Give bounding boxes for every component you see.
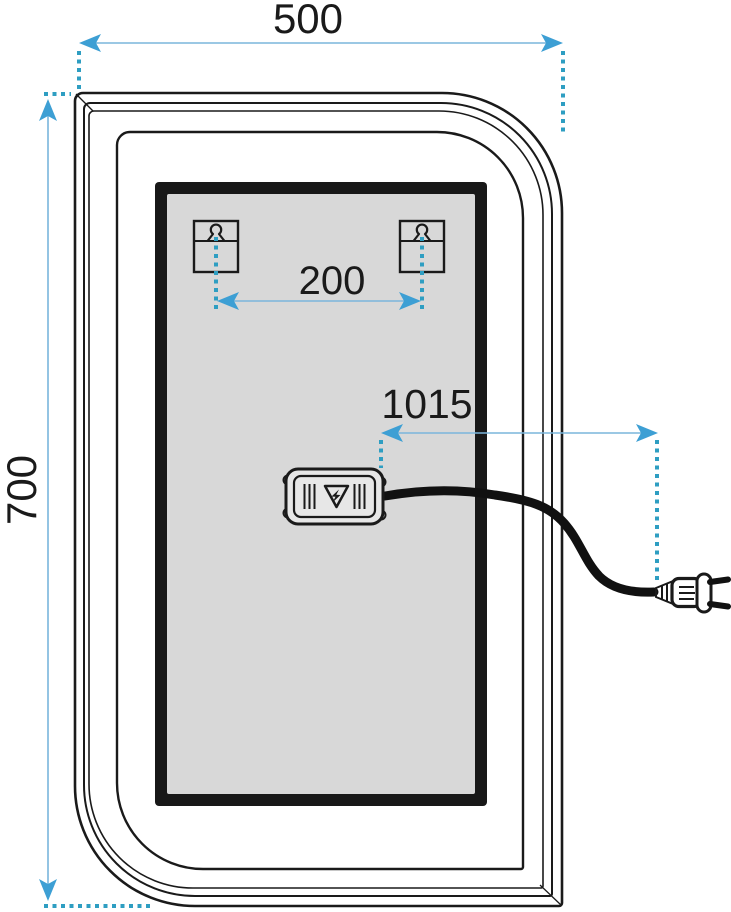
driver-box-inner: [292, 474, 377, 519]
dimension-width: 500: [77, 0, 565, 136]
power-cable: [380, 486, 659, 597]
led-driver-box: [282, 467, 387, 526]
lightning-bolt-glyph: [331, 489, 341, 503]
plug-ridges: [679, 586, 695, 600]
frame-inner-outline: [115, 130, 525, 871]
frame-outline-3: [88, 110, 544, 889]
arrowhead-left-icon: [79, 34, 101, 52]
mirror-frame: [73, 91, 564, 908]
frame-outline-2: [83, 102, 553, 897]
dimension-label-height: 700: [0, 455, 45, 525]
dimension-label-bracket-spacing: 200: [299, 259, 366, 303]
dimension-cable-length: 1015: [379, 381, 659, 584]
arrowhead-right-icon: [541, 34, 563, 52]
dimension-bracket-spacing: 200: [214, 237, 424, 313]
frame-outer-outline: [73, 91, 564, 908]
plug-pins: [707, 576, 731, 610]
arrowhead-right-icon: [399, 292, 421, 310]
dimension-label-width: 500: [273, 0, 343, 42]
vent-lines-right: [353, 484, 366, 509]
corner-miter-top-left: [75, 93, 94, 112]
dimension-height: 700: [0, 92, 154, 908]
vent-lines-left: [303, 484, 316, 509]
arrowhead-left-icon: [381, 424, 403, 442]
corner-miter-bottom-right: [539, 884, 562, 906]
mounting-hook-icon: [412, 223, 432, 242]
warning-triangle-lightning-icon: [323, 484, 350, 509]
arrowhead-up-icon: [39, 99, 57, 121]
power-plug-icon: [655, 572, 731, 614]
mounting-hook-icon: [206, 223, 226, 242]
arrowhead-down-icon: [39, 879, 57, 901]
arrowhead-right-icon: [636, 424, 658, 442]
arrowhead-left-icon: [217, 292, 239, 310]
dimension-label-cable-length: 1015: [381, 381, 472, 427]
